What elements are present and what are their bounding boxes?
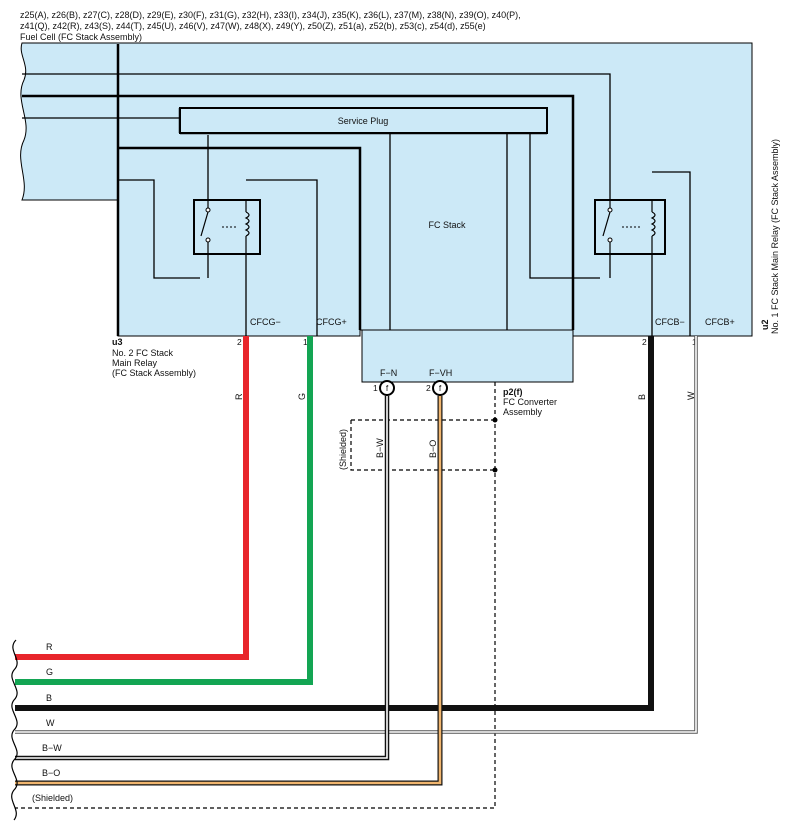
connector-list-line-1: z25(A), z26(B), z27(C), z28(D), z29(E), …	[20, 10, 521, 20]
terminal-cfcg-plus: CFCG+	[316, 317, 347, 327]
service-plug-label: Service Plug	[338, 116, 389, 126]
terminal-cfcg-minus: CFCG−	[250, 317, 281, 327]
wire-label-shielded: (Shielded)	[32, 793, 73, 803]
u3-name-1: No. 2 FC Stack	[112, 348, 174, 358]
shield-junction-bottom	[492, 467, 498, 473]
harness-wires	[15, 336, 698, 786]
service-plug	[179, 107, 548, 134]
u3-pin-1: 1	[303, 337, 308, 347]
terminal-f-n: F−N	[380, 368, 397, 378]
wire-label-w: W	[46, 718, 55, 728]
wire-label-b-vertical: B	[637, 394, 647, 400]
wire-label-r: R	[46, 642, 53, 652]
terminal-cfcb-minus: CFCB−	[655, 317, 685, 327]
wire-label-g-vertical: G	[297, 393, 307, 400]
fuel-cell-title: Fuel Cell (FC Stack Assembly)	[20, 32, 142, 42]
terminal-f-vh: F−VH	[429, 368, 452, 378]
u3-name-3: (FC Stack Assembly)	[112, 368, 196, 378]
u2-code: u2	[760, 319, 770, 330]
p2-pin-1: 1	[373, 383, 378, 393]
connector-list-line-2: z41(Q), z42(R), z43(S), z44(T), z45(U), …	[20, 21, 486, 31]
wire-label-bw: B−W	[42, 743, 62, 753]
shield-junction-top	[492, 417, 498, 423]
relay-no2-symbol	[193, 199, 261, 255]
p2-name-1: FC Converter	[503, 397, 557, 407]
harness-break-line	[11, 639, 18, 821]
u3-pin-2: 2	[237, 337, 242, 347]
terminal-cfcb-plus: CFCB+	[705, 317, 735, 327]
wire-label-b: B	[46, 693, 52, 703]
wire-label-r-vertical: R	[234, 393, 244, 400]
shield-box	[15, 382, 496, 809]
shield-mark-pin-1: f	[386, 383, 389, 393]
wire-label-bw-vertical: B−W	[375, 438, 385, 458]
fc-converter-box	[361, 329, 574, 383]
u3-code: u3	[112, 337, 123, 347]
wire-label-w-vertical: W	[686, 391, 696, 400]
converter-pins: f f	[379, 380, 448, 396]
p2-name-2: Assembly	[503, 407, 543, 417]
fc-stack-assembly-housing	[20, 42, 753, 337]
fc-stack-label: FC Stack	[428, 220, 466, 230]
u2-pin-2: 2	[642, 337, 647, 347]
u2-name: No. 1 FC Stack Main Relay (FC Stack Asse…	[770, 139, 780, 334]
wire-label-bo: B−O	[42, 768, 60, 778]
shield-mark-pin-2: f	[439, 383, 442, 393]
shielded-label-vertical: (Shielded)	[338, 429, 348, 470]
wire-label-bo-vertical: B−O	[428, 440, 438, 458]
p2-pin-2: 2	[426, 383, 431, 393]
u3-name-2: Main Relay	[112, 358, 158, 368]
relay-no1-symbol	[594, 199, 666, 255]
p2-code: p2(f)	[503, 387, 523, 397]
wire-label-g: G	[46, 667, 53, 677]
